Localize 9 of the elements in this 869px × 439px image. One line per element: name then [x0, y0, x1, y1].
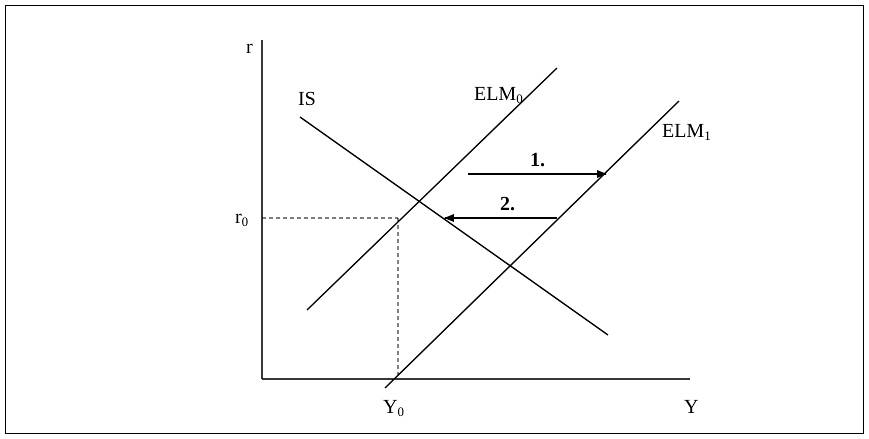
curve-label: ELM$_{0}$: [474, 84, 523, 105]
arrow-label: 1.: [530, 150, 545, 170]
curve-label: IS: [298, 89, 316, 109]
tick-label: r$_{0}$: [235, 207, 248, 228]
curve-label: ELM$_{1}$: [662, 121, 711, 142]
axis-label: r: [246, 37, 253, 57]
arrow-label: 2.: [500, 194, 515, 214]
tick-label: Y$_{0}$: [383, 397, 404, 418]
axis-label: Y: [684, 397, 698, 417]
